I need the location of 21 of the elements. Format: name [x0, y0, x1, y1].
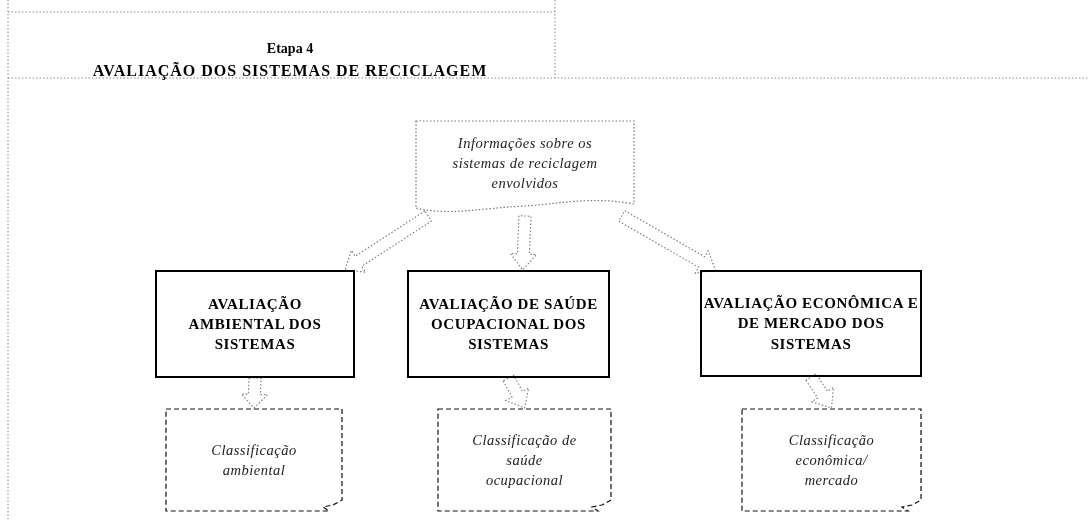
- block-arrow: [509, 215, 538, 271]
- document-shape: [165, 408, 343, 512]
- document-shape: [437, 408, 612, 512]
- block-arrow: [618, 210, 717, 274]
- block-arrow: [502, 374, 530, 409]
- box-title: AVALIAÇÃO DE SAÚDE OCUPACIONAL DOS SISTEMAS: [418, 294, 599, 355]
- box-title: AVALIAÇÃO AMBIENTAL DOS SISTEMAS: [187, 294, 323, 355]
- block-arrow: [344, 210, 433, 273]
- block-arrow: [240, 377, 269, 409]
- step-label: Etapa 4: [265, 41, 315, 57]
- block-arrow: [805, 372, 835, 409]
- note-text: Classificação ambiental: [210, 440, 298, 480]
- heading: AVALIAÇÃO DOS SISTEMAS DE RECICLAGEM: [91, 62, 489, 80]
- process-box: [155, 270, 355, 378]
- process-box: [700, 270, 922, 377]
- box-title: AVALIAÇÃO ECONÔMICA E DE MERCADO DOS SISTEMAS: [702, 294, 920, 354]
- note-text: Classificação econômica/ mercado: [787, 430, 876, 491]
- note-text: Informações sobre os sistemas de reciclagem envolvidos: [451, 133, 599, 194]
- note-text: Classificação de saúde ocupacional: [471, 430, 578, 491]
- process-box: [407, 270, 610, 378]
- document-shape: [741, 408, 922, 512]
